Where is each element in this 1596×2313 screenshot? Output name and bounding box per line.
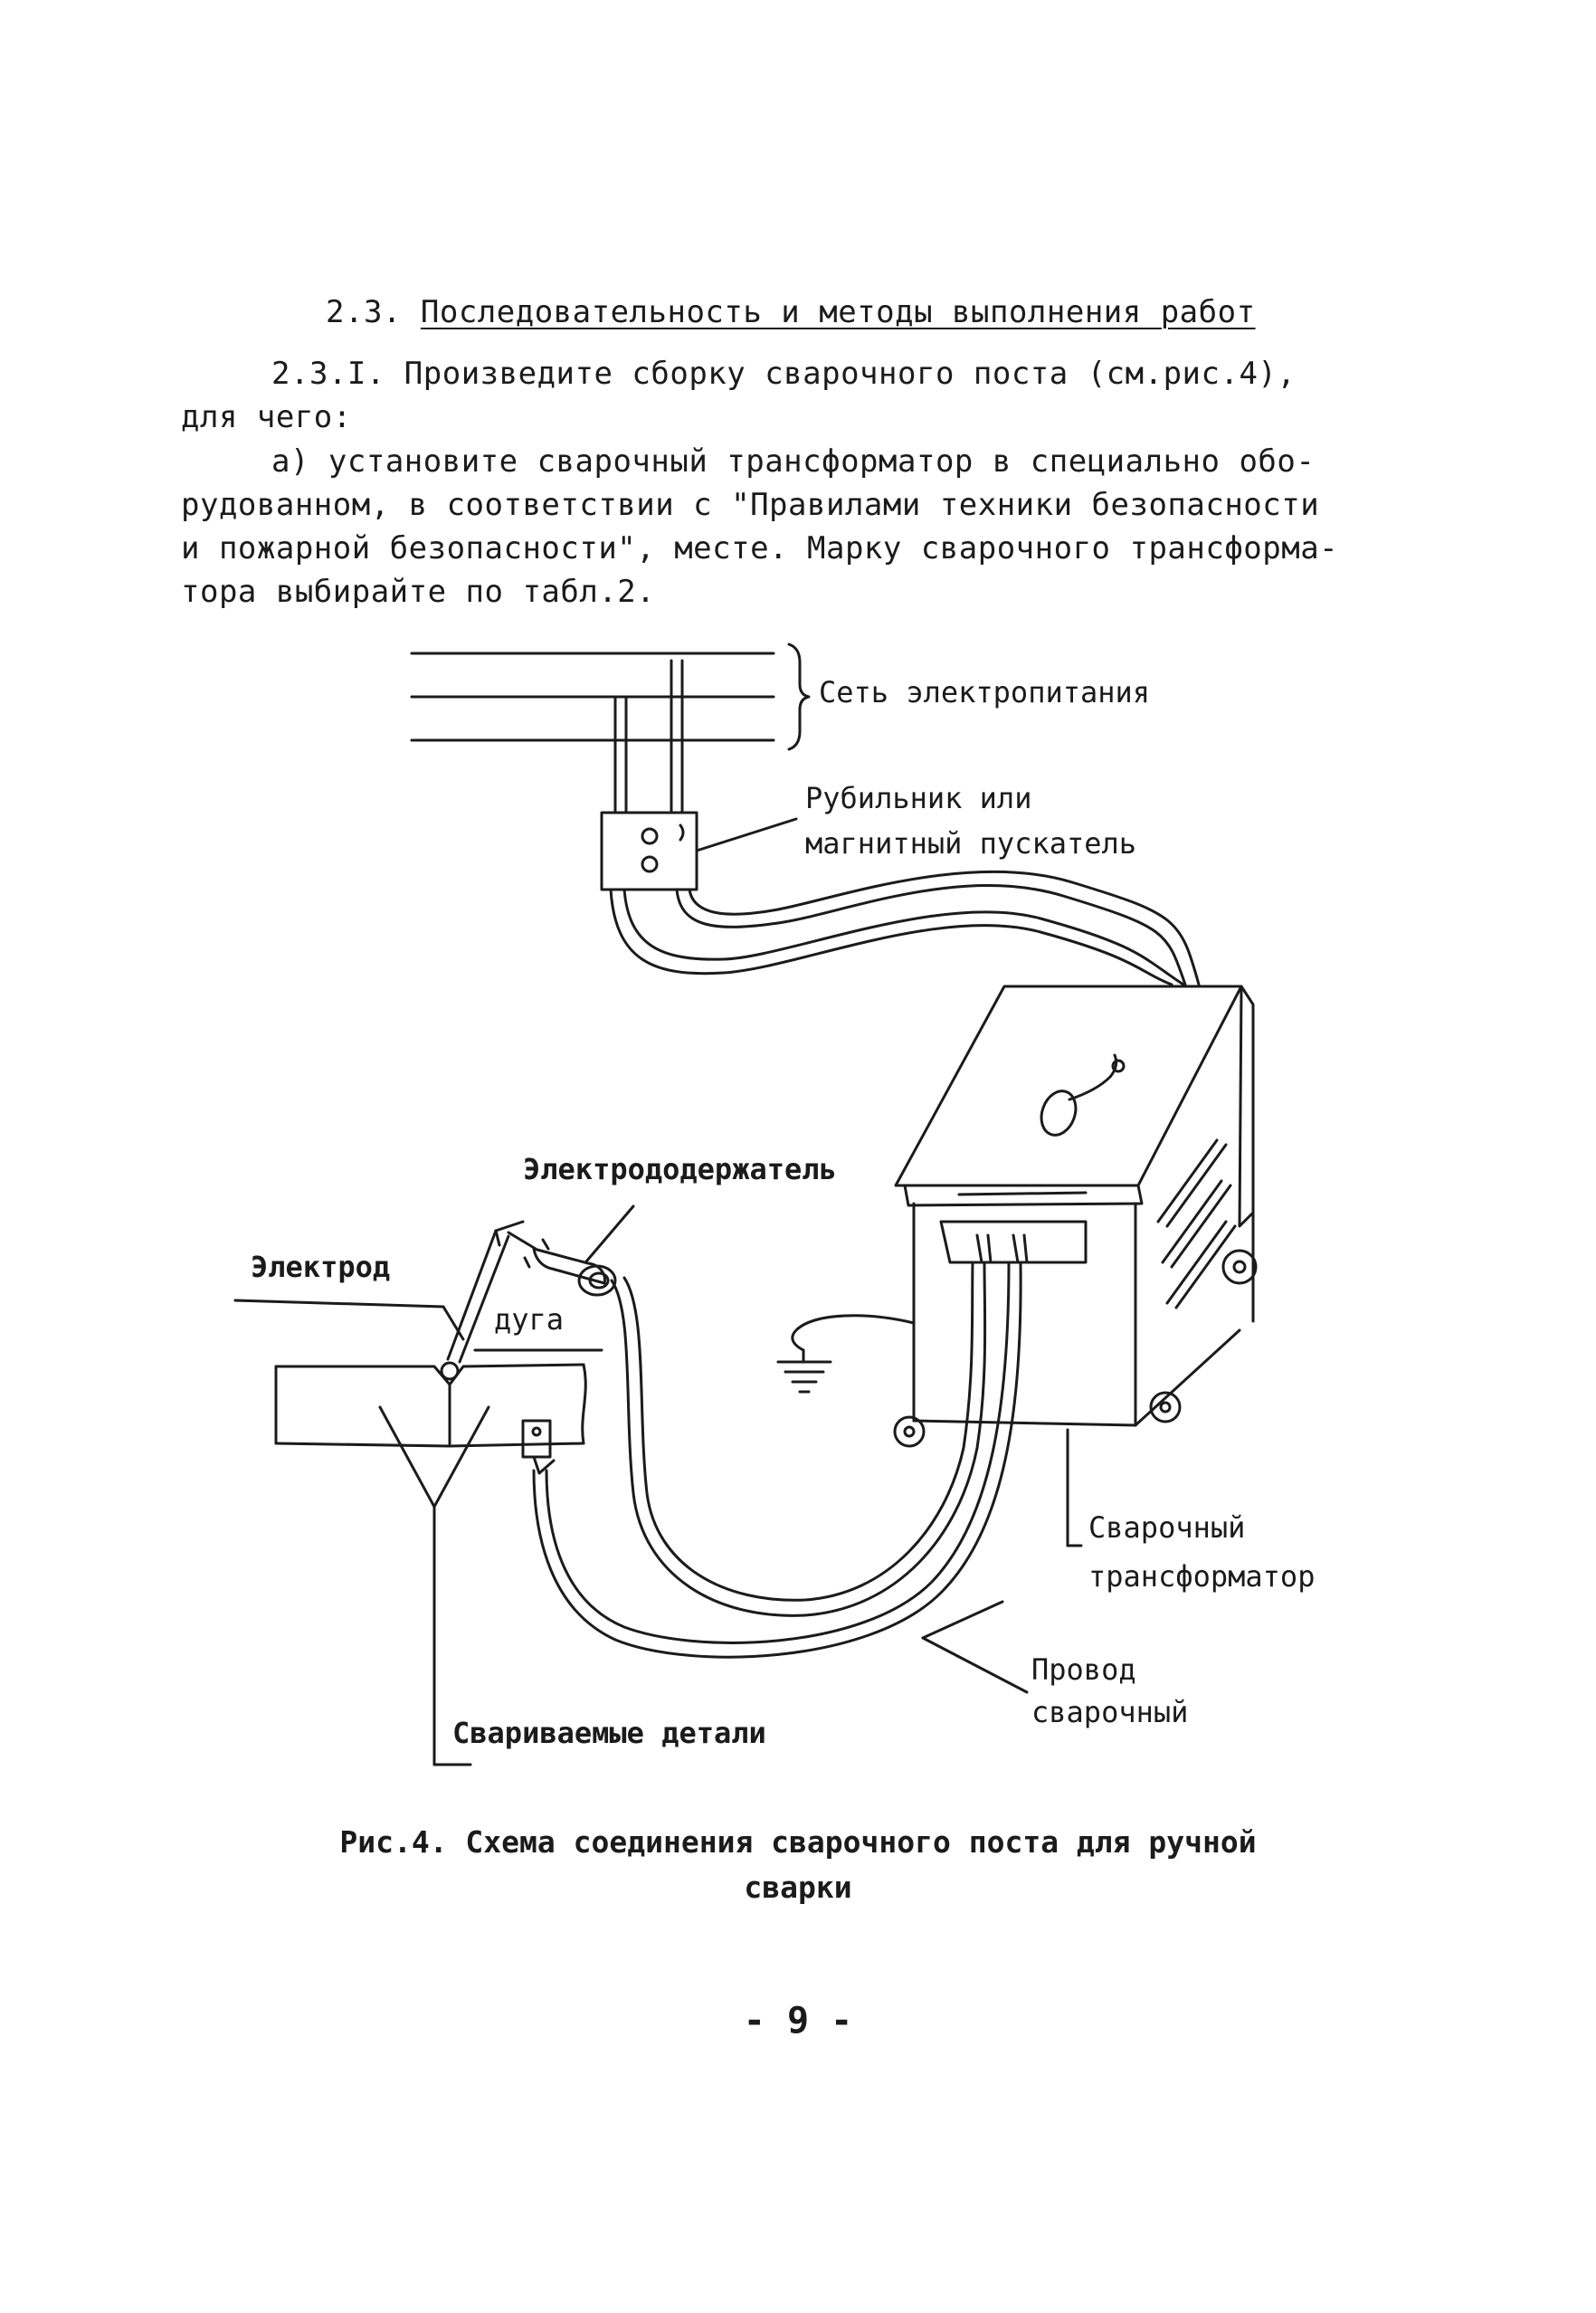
section-heading: 2.3. Последовательность и методы выполне… — [326, 294, 1256, 330]
electrode-holder-drawing — [494, 1204, 635, 1297]
page-number: - 9 - — [743, 2000, 853, 2042]
label-transformer-line1: Сварочный — [1088, 1510, 1246, 1545]
paragraph-line: а) установите сварочный трансформатор в … — [271, 443, 1316, 480]
paragraph-line: для чего: — [181, 399, 352, 435]
switch-box — [600, 811, 798, 891]
switch-leads — [613, 659, 684, 814]
section-title: Последовательность и методы выполнения р… — [420, 294, 1256, 330]
electrode-rod — [233, 1229, 510, 1364]
figure-caption-line2: сварки — [744, 1870, 852, 1905]
label-transformer-line2: трансформатор — [1088, 1559, 1316, 1594]
paragraph-line: 2.3.I. Произведите сборку сварочного пос… — [271, 356, 1297, 392]
label-electrode: Электрод — [251, 1250, 391, 1284]
section-number: 2.3. — [326, 294, 402, 330]
transformer-body — [893, 985, 1258, 1547]
paragraph-line: и пожарной безопасности", месте. Марку с… — [181, 530, 1339, 566]
label-cable-line1: Провод — [1031, 1652, 1136, 1687]
leader-lines — [921, 1600, 1029, 1694]
ground-clamp — [521, 1419, 556, 1475]
electrode-cable — [610, 1261, 987, 1617]
label-power-network: Сеть электропитания — [819, 675, 1151, 709]
ground-connection — [776, 1314, 916, 1394]
workpieces-drawing — [274, 1363, 587, 1766]
label-switch-line1: Рубильник или — [805, 781, 1032, 815]
label-arc: дуга — [494, 1302, 565, 1337]
power-network-lines — [410, 642, 811, 751]
label-switch-line2: магнитный пускатель — [805, 826, 1137, 861]
label-workpieces: Свариваемые детали — [452, 1716, 766, 1750]
paragraph-line: рудованном, в соответствии с "Правилами … — [181, 487, 1320, 523]
paragraph-line: тора выбирайте по табл.2. — [181, 574, 656, 610]
supply-cable — [609, 870, 1201, 986]
label-cable-line2: сварочный — [1031, 1695, 1189, 1729]
return-cable — [532, 1261, 1022, 1659]
arc-mark — [440, 1348, 603, 1381]
figure-caption-line1: Рис.4. Схема соединения сварочного поста… — [339, 1824, 1257, 1860]
label-electrode-holder: Электрододержатель — [523, 1152, 837, 1186]
